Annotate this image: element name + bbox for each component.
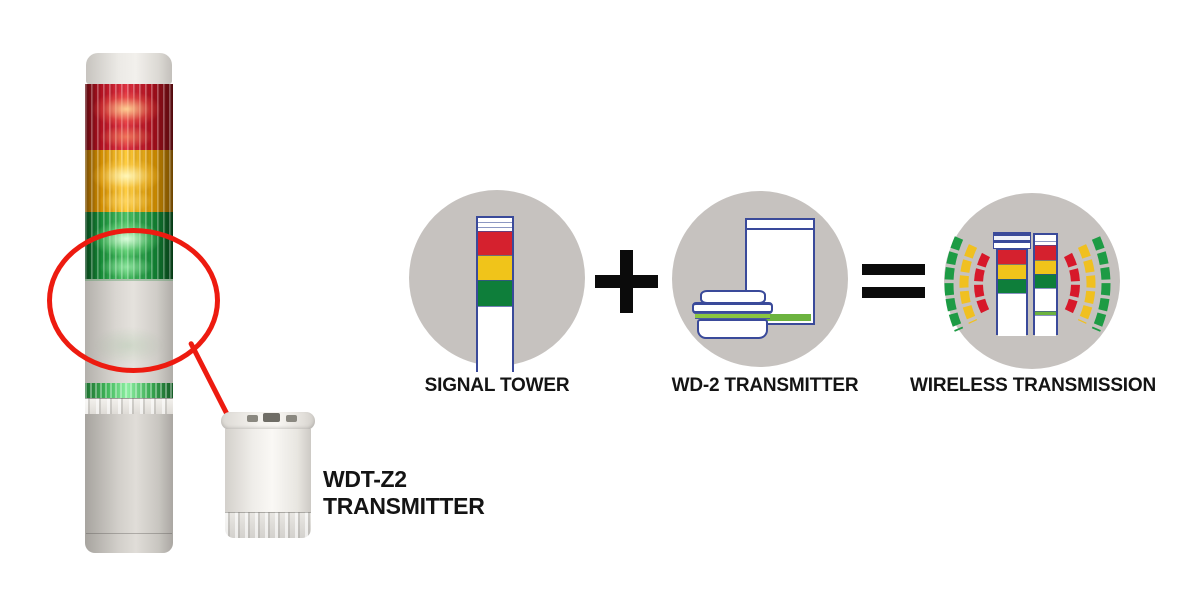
tower-base-seam [86,533,172,534]
plus-icon [595,250,658,313]
tower-clear-band [85,398,173,415]
tower-lower-body [85,414,173,553]
highlight-ellipse [47,228,220,373]
wdt-contact-icon [247,415,258,422]
wd2-unit-base [697,319,768,339]
wd2-box-seam [747,228,813,230]
radio-waves-icon [944,236,1111,332]
transmitting-tower-icon [993,232,1031,336]
signal-tower-circle [409,190,585,376]
equals-icon [862,264,925,298]
tower-cap [86,53,172,84]
icon-tower-cap [478,218,512,231]
wdt-contact-icon [286,415,297,422]
receiving-tower-icon [1033,233,1058,336]
wireless-transmission-label: WIRELESS TRANSMISSION [910,375,1156,396]
icon-tower-body [478,306,512,376]
wdt-z2-label-line1: WDT-Z2 [323,466,407,492]
transmitting-tower-cap [993,232,1031,249]
wd2-unit-flange [692,302,773,314]
wdt-body [225,429,311,512]
wd2-box-green-strip [749,314,811,321]
signal-tower-label: SIGNAL TOWER [424,375,570,396]
wdt-z2-label-line2: TRANSMITTER [323,493,485,519]
wdt-contact-icon [263,413,280,422]
icon-tower-green [478,280,512,306]
wireless-transmission-circle [944,193,1120,369]
tower-green-indicator-ring [85,383,173,398]
wdt-z2-label: WDT-Z2 TRANSMITTER [323,466,485,520]
tower-amber-module [85,150,173,214]
wd2-unit-green-line [695,313,770,319]
wdt-clear-base [225,512,311,538]
icon-tower-red [478,231,512,255]
wd2-transmitter-label: WD-2 TRANSMITTER [671,375,859,396]
icon-tower-yellow [478,255,512,280]
tower-red-module [85,84,173,152]
wd2-transmitter-circle [672,191,848,367]
signal-tower-icon [476,216,514,376]
transmitting-tower-body [996,248,1028,336]
